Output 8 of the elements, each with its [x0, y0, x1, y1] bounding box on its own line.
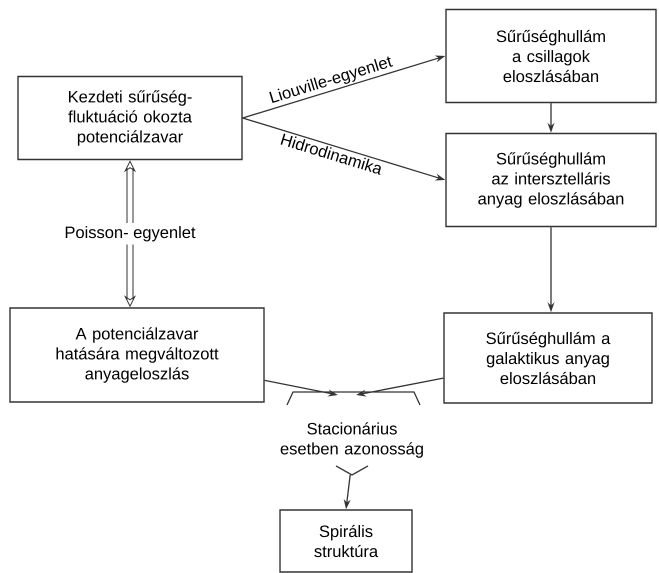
- node-text: Stacionárius esetben azonosság: [280, 422, 423, 458]
- process-box: Sűrűséghullám a galaktikus anyag eloszlásában: [443, 312, 653, 404]
- process-box: Spirális struktúra: [279, 509, 413, 573]
- process-box: Sűrűséghullám az intersztelláris anyag eloszlásában: [445, 132, 657, 228]
- process-box: Sűrűséghullám a csillagok eloszlásában: [445, 8, 657, 104]
- edge-label: Poisson- egyenlet: [61, 223, 199, 244]
- process-box: Kezdeti sűrűség- fluktuáció okozta potenciálzavar: [17, 76, 243, 160]
- process-box: A potenciálzavar hatására megváltozott anyageloszlás: [9, 307, 265, 403]
